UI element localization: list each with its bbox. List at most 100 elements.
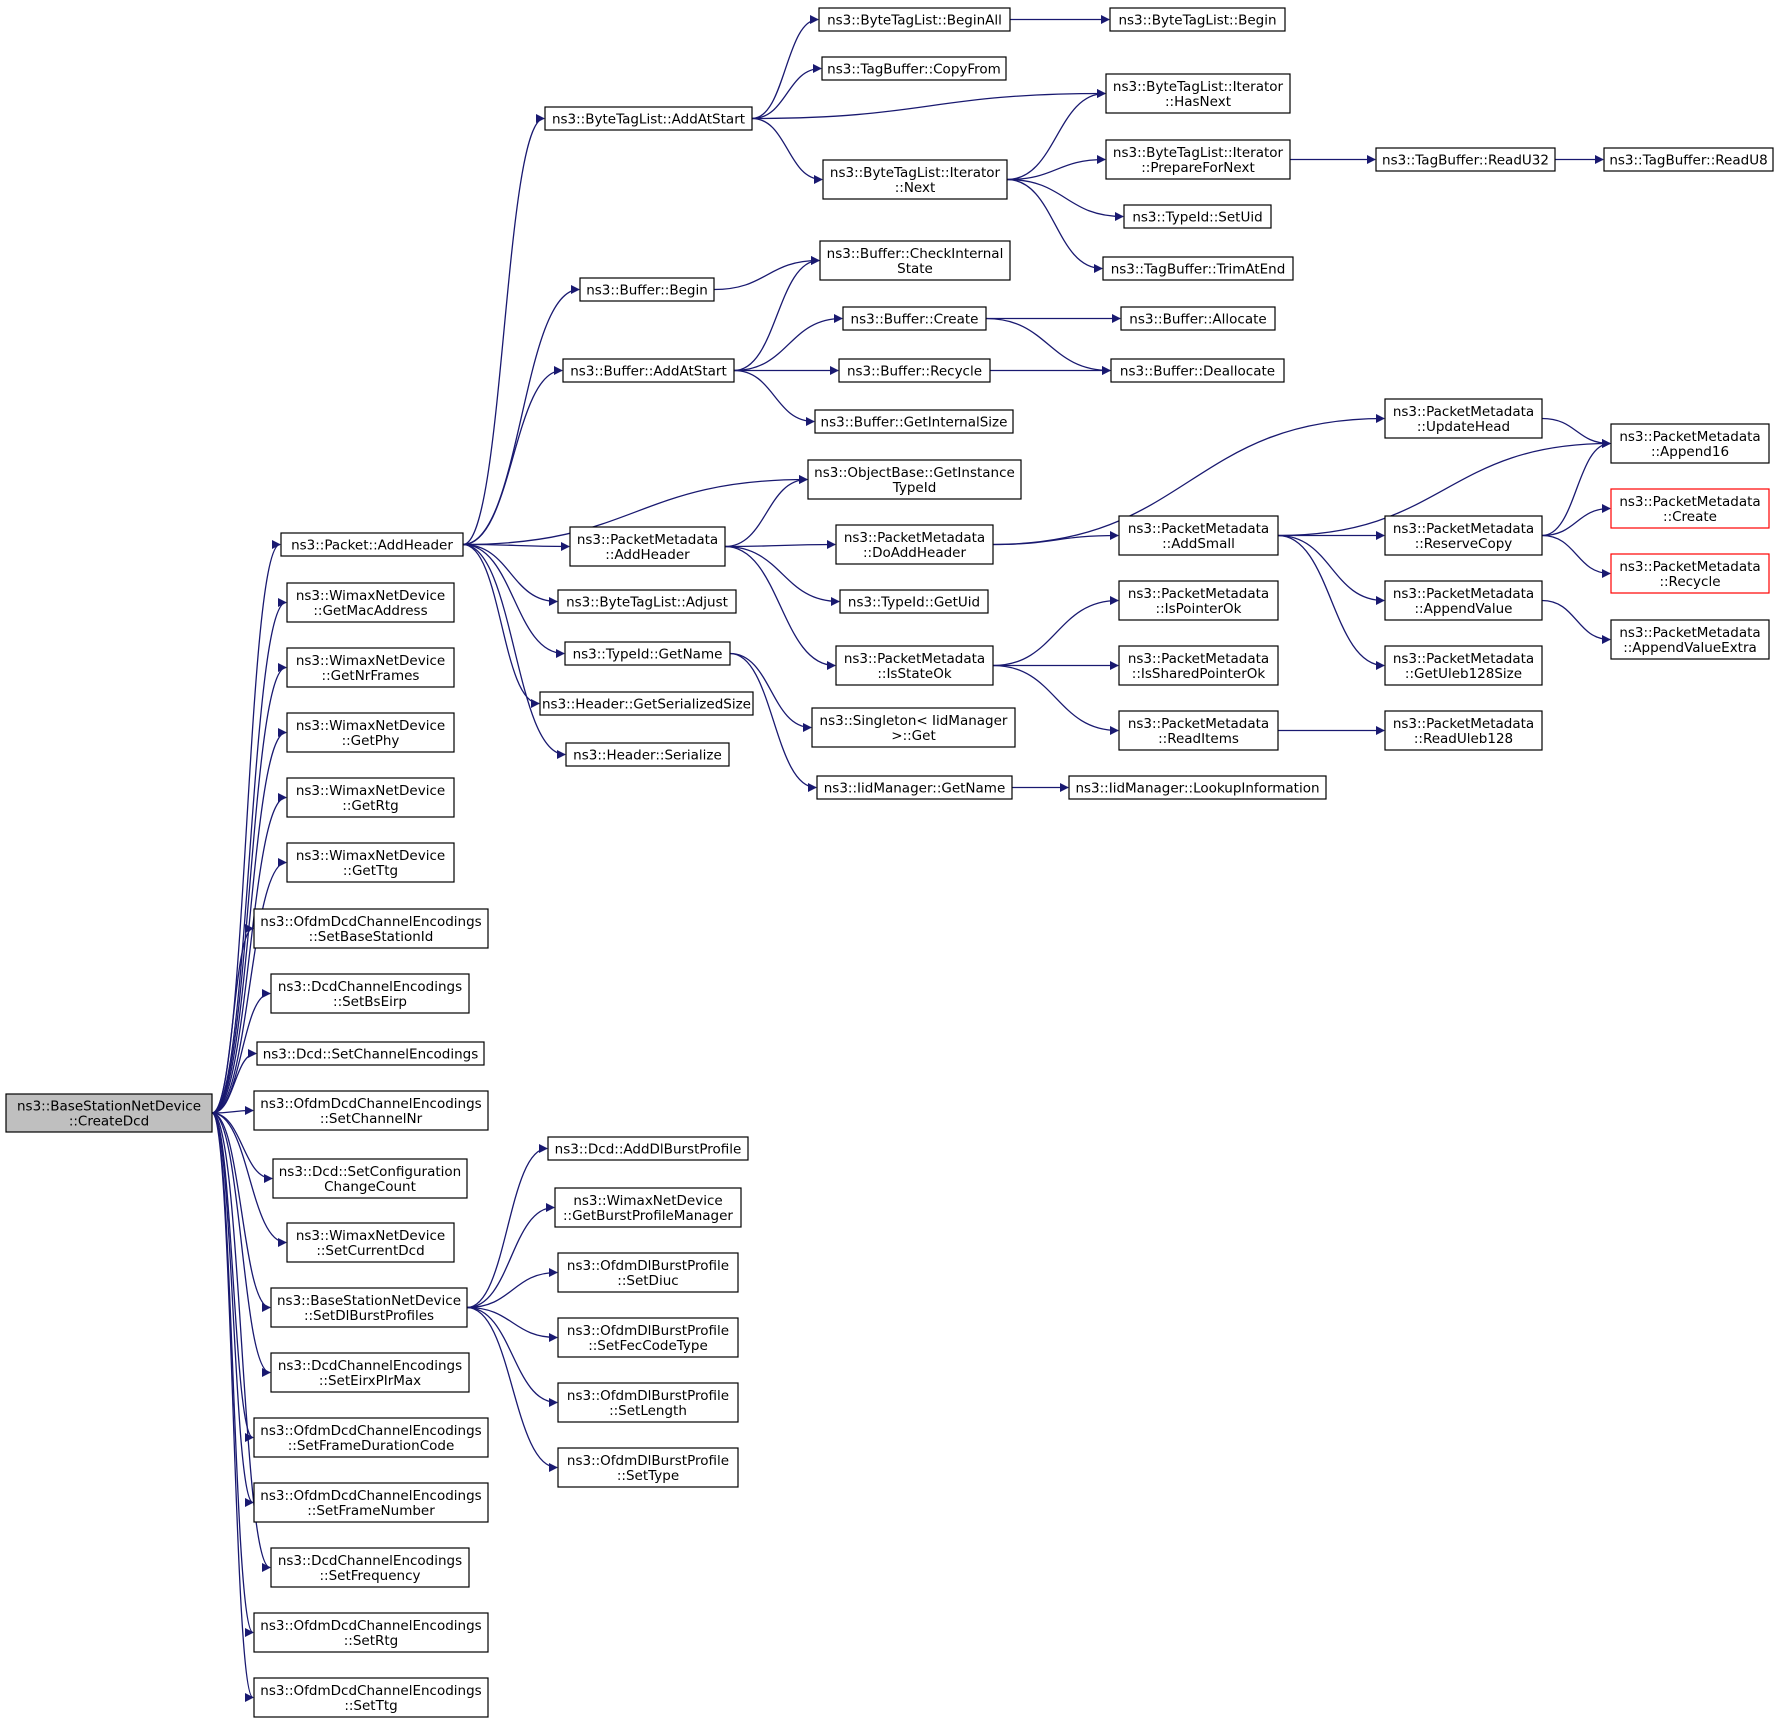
node-label-line: ns3::TagBuffer::ReadU8	[1609, 153, 1767, 169]
node-ns3-ofdmdcdchannelencodings-setchannelnr[interactable]: ns3::OfdmDcdChannelEncodings::SetChannel…	[253, 1090, 489, 1131]
node-ns3-typeid-setuid[interactable]: ns3::TypeId::SetUid	[1123, 204, 1272, 229]
node-ns3-wimaxnetdevice-getnrframes[interactable]: ns3::WimaxNetDevice::GetNrFrames	[286, 647, 455, 688]
node-ns3-bytetaglist-adjust[interactable]: ns3::ByteTagList::Adjust	[557, 589, 737, 614]
node-ns3-buffer-getinternalsize[interactable]: ns3::Buffer::GetInternalSize	[814, 409, 1014, 434]
edge-arrow	[724, 540, 836, 550]
node-ns3-packetmetadata-readuleb128[interactable]: ns3::PacketMetadata::ReadUleb128	[1384, 710, 1543, 751]
edge-arrow	[462, 543, 540, 708]
node-ns3-ofdmdcdchannelencodings-setbasestationid[interactable]: ns3::OfdmDcdChannelEncodings::SetBaseSta…	[253, 908, 489, 949]
node-label-line: ns3::WimaxNetDevice	[573, 1193, 722, 1209]
node-ns3-buffer-addatstart[interactable]: ns3::Buffer::AddAtStart	[562, 358, 735, 383]
node-label-line: ns3::ByteTagList::Begin	[1118, 13, 1276, 29]
node-ns3-wimaxnetdevice-getttg[interactable]: ns3::WimaxNetDevice::GetTtg	[286, 842, 455, 883]
node-ns3-header-getserializedsize[interactable]: ns3::Header::GetSerializedSize	[539, 691, 754, 716]
edge-n0-n53	[211, 1049, 257, 1114]
node-ns3-dcd-setchannelencodings[interactable]: ns3::Dcd::SetChannelEncodings	[256, 1041, 485, 1066]
node-ns3-wimaxnetdevice-getrtg[interactable]: ns3::WimaxNetDevice::GetRtg	[286, 777, 455, 818]
node-label-line: ::SetDiuc	[617, 1273, 678, 1289]
node-ns3-ofdmdlburstprofile-setfeccodetype[interactable]: ns3::OfdmDlBurstProfile::SetFecCodeType	[557, 1317, 739, 1358]
node-ns3-packetmetadata-addheader[interactable]: ns3::PacketMetadata::AddHeader	[569, 526, 726, 567]
node-box	[807, 459, 1022, 500]
node-ns3-buffer-begin[interactable]: ns3::Buffer::Begin	[579, 277, 715, 302]
node-ns3-ofdmdcdchannelencodings-setframedurationcode[interactable]: ns3::OfdmDcdChannelEncodings::SetFrameDu…	[253, 1417, 489, 1458]
node-ns3-ofdmdlburstprofile-setdiuc[interactable]: ns3::OfdmDlBurstProfile::SetDiuc	[557, 1252, 739, 1293]
node-ns3-singleton-iidmanager-get[interactable]: ns3::Singleton< IidManager>::Get	[811, 707, 1016, 748]
edge-arrow	[211, 540, 281, 1114]
node-ns3-bytetaglist-begin[interactable]: ns3::ByteTagList::Begin	[1109, 7, 1286, 32]
node-box	[286, 712, 455, 753]
node-ns3-ofdmdcdchannelencodings-setttg[interactable]: ns3::OfdmDcdChannelEncodings::SetTtg	[253, 1677, 489, 1718]
node-ns3-packetmetadata-appendvalueextra[interactable]: ns3::PacketMetadata::AppendValueExtra	[1610, 619, 1770, 660]
node-box	[1610, 488, 1770, 529]
node-ns3-packetmetadata-create[interactable]: ns3::PacketMetadata::Create	[1610, 488, 1770, 529]
node-ns3-ofdmdcdchannelencodings-setframenumber[interactable]: ns3::OfdmDcdChannelEncodings::SetFrameNu…	[253, 1482, 489, 1523]
node-ns3-packetmetadata-updatehead[interactable]: ns3::PacketMetadata::UpdateHead	[1384, 398, 1543, 439]
node-ns3-bytetaglist-addatstart[interactable]: ns3::ByteTagList::AddAtStart	[544, 106, 753, 131]
node-ns3-wimaxnetdevice-getphy[interactable]: ns3::WimaxNetDevice::GetPhy	[286, 712, 455, 753]
edge-arrow	[713, 256, 820, 291]
node-ns3-buffer-create[interactable]: ns3::Buffer::Create	[842, 306, 987, 331]
node-ns3-packetmetadata-issharedpointerok[interactable]: ns3::PacketMetadata::IsSharedPointerOk	[1118, 645, 1279, 686]
edge-n22-n23	[724, 540, 836, 550]
node-ns3-ofdmdcdchannelencodings-setrtg[interactable]: ns3::OfdmDcdChannelEncodings::SetRtg	[253, 1612, 489, 1653]
node-ns3-packet-addheader[interactable]: ns3::Packet::AddHeader	[280, 532, 464, 557]
node-ns3-dcd-adddlburstprofile[interactable]: ns3::Dcd::AddDlBurstProfile	[547, 1136, 749, 1161]
node-ns3-tagbuffer-copyfrom[interactable]: ns3::TagBuffer::CopyFrom	[821, 56, 1007, 81]
node-ns3-header-serialize[interactable]: ns3::Header::Serialize	[565, 742, 730, 767]
node-ns3-buffer-allocate[interactable]: ns3::Buffer::Allocate	[1120, 306, 1276, 331]
edge-n15-n16	[733, 314, 843, 372]
edge-n27-n29	[1541, 534, 1611, 578]
node-ns3-tagbuffer-readu32[interactable]: ns3::TagBuffer::ReadU32	[1375, 147, 1556, 172]
node-ns3-iidmanager-getname[interactable]: ns3::IidManager::GetName	[816, 775, 1013, 800]
node-ns3-dcdchannelencodings-seteirxpirmax[interactable]: ns3::DcdChannelEncodings::SetEirxPIrMax	[270, 1352, 470, 1393]
node-ns3-tagbuffer-trimatend[interactable]: ns3::TagBuffer::TrimAtEnd	[1102, 256, 1294, 281]
node-label-line: ns3::TypeId::SetUid	[1132, 210, 1262, 226]
edge-n2-n6	[751, 89, 1106, 120]
node-ns3-iidmanager-lookupinformation[interactable]: ns3::IidManager::LookupInformation	[1068, 775, 1327, 800]
node-box	[819, 240, 1011, 281]
node-ns3-bytetaglist-iterator-preparefornext[interactable]: ns3::ByteTagList::Iterator::PrepareForNe…	[1105, 139, 1291, 180]
node-ns3-bytetaglist-iterator-hasnext[interactable]: ns3::ByteTagList::Iterator::HasNext	[1105, 73, 1291, 114]
node-label-line: ns3::DcdChannelEncodings	[278, 1553, 462, 1569]
node-label-line: ns3::OfdmDlBurstProfile	[567, 1453, 729, 1469]
node-ns3-tagbuffer-readu8[interactable]: ns3::TagBuffer::ReadU8	[1603, 147, 1774, 172]
node-ns3-packetmetadata-getuleb128size[interactable]: ns3::PacketMetadata::GetUleb128Size	[1384, 645, 1543, 686]
node-ns3-dcdchannelencodings-setfrequency[interactable]: ns3::DcdChannelEncodings::SetFrequency	[270, 1547, 470, 1588]
node-ns3-packetmetadata-append16[interactable]: ns3::PacketMetadata::Append16	[1610, 423, 1770, 464]
node-ns3-ofdmdlburstprofile-setlength[interactable]: ns3::OfdmDlBurstProfile::SetLength	[557, 1382, 739, 1423]
node-label-line: ::DoAddHeader	[863, 545, 966, 561]
node-ns3-packetmetadata-ispointerok[interactable]: ns3::PacketMetadata::IsPointerOk	[1118, 580, 1279, 621]
node-ns3-dcdchannelencodings-setbseirp[interactable]: ns3::DcdChannelEncodings::SetBsEirp	[270, 973, 470, 1014]
edge-arrow	[751, 89, 1106, 120]
node-ns3-ofdmdlburstprofile-settype[interactable]: ns3::OfdmDlBurstProfile::SetType	[557, 1447, 739, 1488]
node-ns3-basestationnetdevice-createdcd[interactable]: ns3::BaseStationNetDevice::CreateDcd	[5, 1093, 213, 1133]
node-ns3-packetmetadata-isstateok[interactable]: ns3::PacketMetadata::IsStateOk	[835, 645, 994, 686]
node-box	[557, 1252, 739, 1293]
node-ns3-bytetaglist-iterator-next[interactable]: ns3::ByteTagList::Iterator::Next	[822, 159, 1008, 200]
node-ns3-wimaxnetdevice-setcurrentdcd[interactable]: ns3::WimaxNetDevice::SetCurrentDcd	[286, 1222, 455, 1263]
node-box	[253, 908, 489, 949]
node-ns3-packetmetadata-addsmall[interactable]: ns3::PacketMetadata::AddSmall	[1118, 515, 1279, 556]
node-ns3-basestationnetdevice-setdlburstprofiles[interactable]: ns3::BaseStationNetDevice::SetDlBurstPro…	[270, 1287, 468, 1328]
node-ns3-wimaxnetdevice-getburstprofilemanager[interactable]: ns3::WimaxNetDevice::GetBurstProfileMana…	[554, 1187, 742, 1228]
node-label-line: ::GetRtg	[342, 798, 398, 814]
node-box	[286, 1222, 455, 1263]
node-ns3-typeid-getname[interactable]: ns3::TypeId::GetName	[564, 641, 731, 666]
node-label-line: ns3::WimaxNetDevice	[296, 653, 445, 669]
edge-arrow	[211, 1112, 271, 1312]
node-ns3-bytetaglist-beginall[interactable]: ns3::ByteTagList::BeginAll	[818, 7, 1011, 32]
node-ns3-packetmetadata-reservecopy[interactable]: ns3::PacketMetadata::ReserveCopy	[1384, 515, 1543, 556]
node-ns3-packetmetadata-doaddheader[interactable]: ns3::PacketMetadata::DoAddHeader	[835, 524, 994, 565]
node-ns3-packetmetadata-readitems[interactable]: ns3::PacketMetadata::ReadItems	[1118, 710, 1279, 751]
node-ns3-buffer-deallocate[interactable]: ns3::Buffer::Deallocate	[1110, 358, 1285, 383]
node-ns3-typeid-getuid[interactable]: ns3::TypeId::GetUid	[839, 589, 989, 614]
node-ns3-wimaxnetdevice-getmacaddress[interactable]: ns3::WimaxNetDevice::GetMacAddress	[286, 582, 455, 623]
node-ns3-packetmetadata-appendvalue[interactable]: ns3::PacketMetadata::AppendValue	[1384, 580, 1543, 621]
node-ns3-buffer-recycle[interactable]: ns3::Buffer::Recycle	[838, 358, 991, 383]
node-ns3-packetmetadata-recycle[interactable]: ns3::PacketMetadata::Recycle	[1610, 553, 1770, 594]
node-label-line: ::AppendValue	[1415, 601, 1513, 617]
edge-arrow	[466, 1306, 558, 1407]
